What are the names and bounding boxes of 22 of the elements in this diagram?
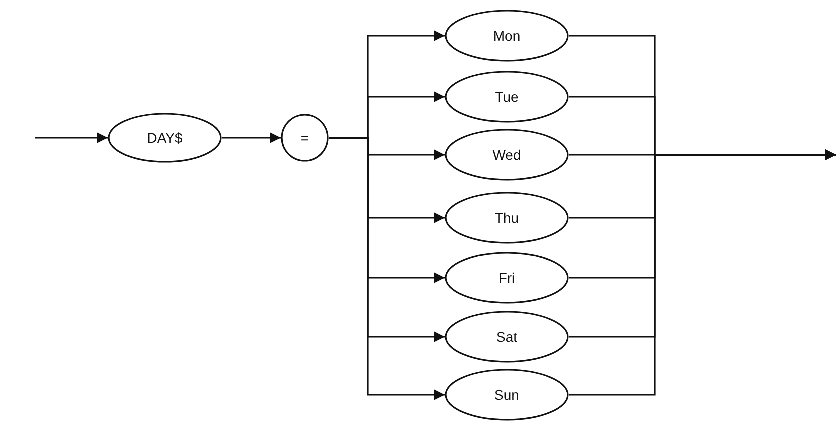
terminal-label: Sat xyxy=(496,329,518,345)
terminal-circle xyxy=(281,114,329,162)
terminal-label: Fri xyxy=(498,270,516,286)
arrow xyxy=(569,149,836,396)
terminal-label: Thu xyxy=(494,210,520,226)
terminal-ellipse xyxy=(445,129,569,181)
terminal-ellipse xyxy=(445,71,569,123)
terminal-ellipse xyxy=(445,192,569,244)
terminal-label: DAY$ xyxy=(147,130,183,146)
terminal-label: Sun xyxy=(494,387,520,403)
terminal-ellipse xyxy=(445,311,569,363)
terminal-label: Wed xyxy=(492,147,522,163)
terminal-ellipse xyxy=(445,252,569,304)
terminal-ellipse xyxy=(108,113,222,163)
arrow xyxy=(222,132,281,144)
terminal-label: Mon xyxy=(493,28,521,44)
terminal-ellipse xyxy=(445,369,569,421)
terminal-label: Tue xyxy=(495,89,519,105)
arrow xyxy=(329,137,445,401)
arrow xyxy=(35,132,108,144)
terminal-label: = xyxy=(300,130,310,146)
terminal-ellipse xyxy=(445,10,569,62)
